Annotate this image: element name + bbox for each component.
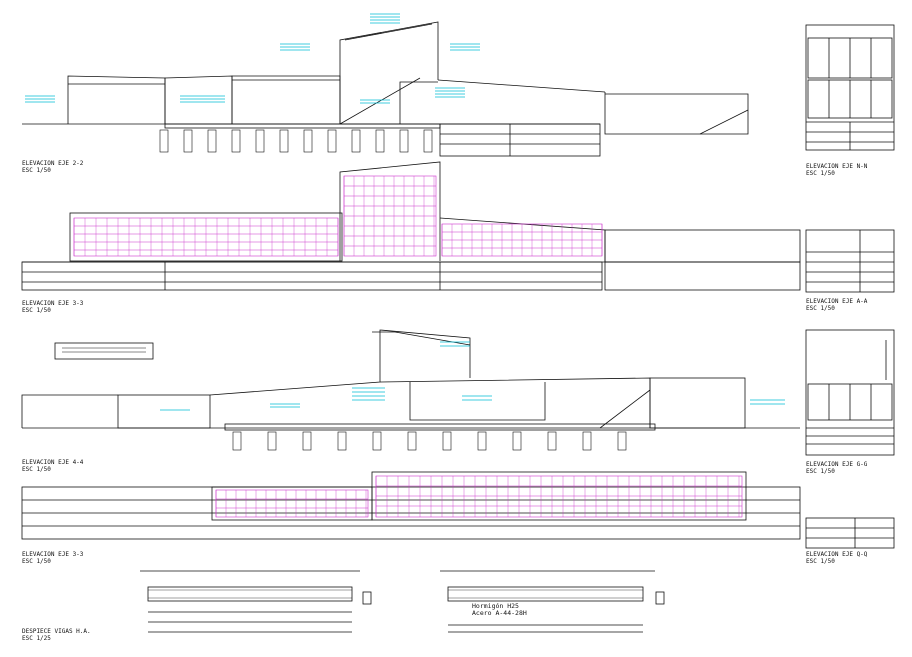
elevation-4-4-leaders [160,341,785,411]
elevation-3-3-b-windows [215,475,743,518]
elevation-3-3-b-mullions [215,476,740,517]
elevation-4-4-footings [232,431,627,451]
elevation-2-2-footings [159,129,433,153]
note-box [54,342,154,360]
beam-detail-2 [440,570,665,633]
elevation-g-g [805,329,895,456]
elevation-3-3-a-mullions [73,176,603,256]
elevation-2-2 [22,21,749,157]
title-beam-detail: DESPIECE VIGAS H.A.ESC 1/25 [22,628,91,642]
elevation-2-2-leaders [25,13,480,104]
elevation-3-3-b [21,471,801,540]
beam-detail-1 [140,570,372,633]
concrete-note: Hormigón H25 Acero A-44-28H [472,602,527,617]
elevation-q-q [805,517,895,549]
elevation-3-3-a [21,161,801,291]
elevation-4-4 [21,329,800,431]
elevation-a-a [805,229,895,293]
elevation-n-n [805,24,895,151]
